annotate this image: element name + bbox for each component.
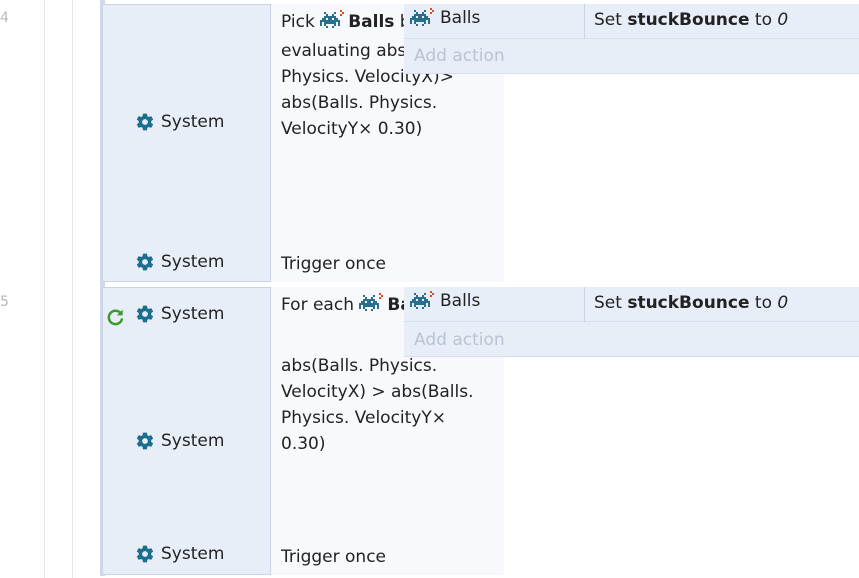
- condition-text[interactable]: Pick Balls by evaluating abs(Balls. Phys…: [270, 4, 504, 246]
- param-text: Trigger once: [281, 547, 387, 567]
- condition-object-name: System: [161, 112, 225, 132]
- condition-text[interactable]: Trigger once: [270, 539, 504, 575]
- action-verb: Set: [594, 293, 628, 313]
- condition-object[interactable]: System: [135, 112, 224, 132]
- add-action-row[interactable]: [404, 39, 859, 74]
- condition-object[interactable]: System: [135, 252, 224, 272]
- event-number: 4: [0, 10, 9, 26]
- action-row[interactable]: [404, 4, 859, 39]
- action-value: 0: [777, 10, 789, 30]
- action-row[interactable]: [404, 287, 859, 322]
- gear-icon: [135, 431, 155, 451]
- action-column-separator: [584, 4, 585, 39]
- condition-object-name: System: [161, 252, 225, 272]
- add-action-link[interactable]: Add action: [414, 330, 505, 350]
- invader-icon: [410, 291, 434, 311]
- action-target: stuckBounce: [627, 10, 750, 30]
- gear-icon: [135, 304, 155, 324]
- action-object-name: Balls: [440, 291, 481, 311]
- param-object-name: Balls: [348, 12, 395, 32]
- condition-object-name: System: [161, 304, 225, 324]
- indent-guide: [44, 0, 45, 578]
- invader-icon: [320, 10, 345, 38]
- action-target: stuckBounce: [627, 293, 750, 313]
- add-action-link[interactable]: Add action: [414, 46, 505, 66]
- invader-icon: [410, 8, 434, 28]
- loop-icon: [106, 307, 126, 327]
- condition-object-name: System: [161, 431, 225, 451]
- condition-object[interactable]: System: [135, 431, 224, 451]
- action-text[interactable]: Set stuckBounce to 0: [594, 10, 788, 30]
- gear-icon: [135, 252, 155, 272]
- condition-object[interactable]: System: [135, 544, 224, 564]
- condition-params: Trigger once: [271, 539, 504, 570]
- event-block[interactable]: System Pick Balls by evaluating abs(Ball…: [100, 0, 859, 284]
- condition-object[interactable]: System: [135, 304, 224, 324]
- param-text: Pick: [281, 12, 321, 32]
- add-action-row[interactable]: [404, 322, 859, 357]
- condition-object-name: System: [161, 544, 225, 564]
- action-text[interactable]: Set stuckBounce to 0: [594, 293, 788, 313]
- action-value: 0: [777, 293, 789, 313]
- condition-text[interactable]: Trigger once: [270, 246, 504, 282]
- param-text: abs(Balls. Physics. VelocityX) > abs(Bal…: [281, 356, 474, 454]
- condition-params: abs(Balls. Physics. VelocityX) > abs(Bal…: [271, 347, 504, 457]
- action-mid: to: [749, 293, 778, 313]
- invader-icon: [359, 293, 384, 321]
- action-verb: Set: [594, 10, 628, 30]
- action-mid: to: [749, 10, 778, 30]
- action-object[interactable]: Balls: [410, 291, 480, 311]
- gear-icon: [135, 544, 155, 564]
- event-block[interactable]: System For each Balls System abs(Balls. …: [100, 284, 859, 578]
- action-column-separator: [584, 287, 585, 322]
- condition-params: Trigger once: [271, 246, 504, 277]
- action-object-name: Balls: [440, 8, 481, 28]
- event-number: 5: [0, 294, 9, 310]
- gear-icon: [135, 112, 155, 132]
- condition-text[interactable]: abs(Balls. Physics. VelocityX) > abs(Bal…: [270, 347, 504, 539]
- param-text: For each: [281, 295, 360, 315]
- indent-guide: [72, 0, 73, 578]
- param-text: Trigger once: [281, 254, 387, 274]
- action-object[interactable]: Balls: [410, 8, 480, 28]
